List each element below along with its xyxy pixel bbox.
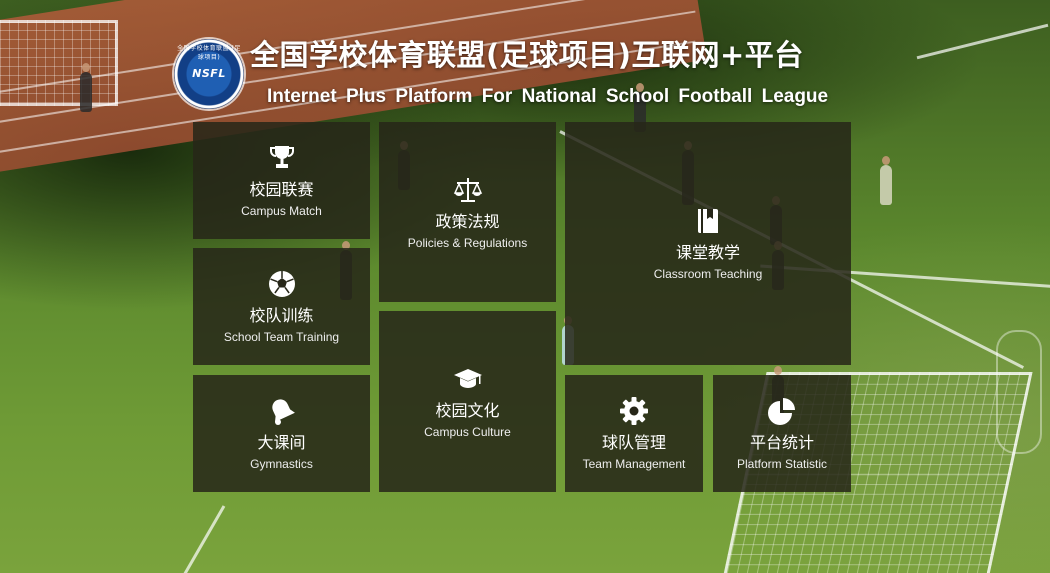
player-figure [880, 156, 892, 205]
bell-icon [266, 395, 298, 427]
tile-label-en: Campus Match [241, 204, 322, 218]
book-icon [692, 205, 724, 237]
tile-label-cn: 平台统计 [749, 433, 814, 452]
tile-label-cn: 球队管理 [601, 433, 666, 452]
tile-label-cn: 课堂教学 [675, 243, 740, 262]
decorative-pattern [996, 330, 1042, 454]
tile-campus-culture[interactable]: 校园文化 Campus Culture [379, 311, 556, 492]
logo-ring-text: 全国学校体育联盟 (足球项目) [177, 45, 241, 61]
tile-label-cn: 大课间 [257, 433, 306, 452]
field-line [916, 23, 1049, 60]
pie-chart-icon [766, 395, 798, 427]
field-line [177, 505, 226, 573]
page-title-chinese: 全国学校体育联盟(足球项目)互联网+平台 [250, 38, 804, 72]
scales-icon [452, 174, 484, 206]
tile-label-cn: 校队训练 [249, 306, 314, 325]
tile-platform-statistic[interactable]: 平台统计 Platform Statistic [713, 375, 851, 492]
tile-school-team-training[interactable]: 校队训练 School Team Training [193, 248, 370, 365]
gear-icon [618, 395, 650, 427]
tile-label-en: Gymnastics [250, 457, 313, 471]
tile-label-en: Classroom Teaching [653, 267, 763, 281]
trophy-icon [266, 142, 298, 174]
logo-text: NSFL [192, 67, 226, 80]
page-title-english: Internet Plus Platform For National Scho… [267, 86, 829, 107]
tile-gymnastics[interactable]: 大课间 Gymnastics [193, 375, 370, 492]
nsfl-logo[interactable]: 全国学校体育联盟 (足球项目) NSFL [174, 39, 244, 109]
left-goal-net [0, 20, 118, 106]
tile-label-en: Campus Culture [424, 425, 511, 439]
tile-policies-regulations[interactable]: 政策法规 Policies & Regulations [379, 122, 556, 302]
tile-label-en: Policies & Regulations [407, 235, 528, 250]
tile-classroom-teaching[interactable]: 课堂教学 Classroom Teaching [565, 122, 851, 365]
tile-team-management[interactable]: 球队管理 Team Management [565, 375, 703, 492]
tile-label-cn: 校园文化 [435, 401, 500, 420]
football-icon [266, 268, 298, 300]
tile-label-en: School Team Training [223, 330, 340, 344]
tile-label-cn: 校园联赛 [249, 180, 314, 199]
tile-label-en: Platform Statistic [736, 457, 828, 471]
tile-campus-match[interactable]: 校园联赛 Campus Match [193, 122, 370, 239]
tile-label-en: Team Management [582, 457, 686, 471]
graduation-cap-icon [452, 363, 484, 395]
player-figure [80, 63, 92, 112]
tile-label-cn: 政策法规 [435, 211, 500, 231]
